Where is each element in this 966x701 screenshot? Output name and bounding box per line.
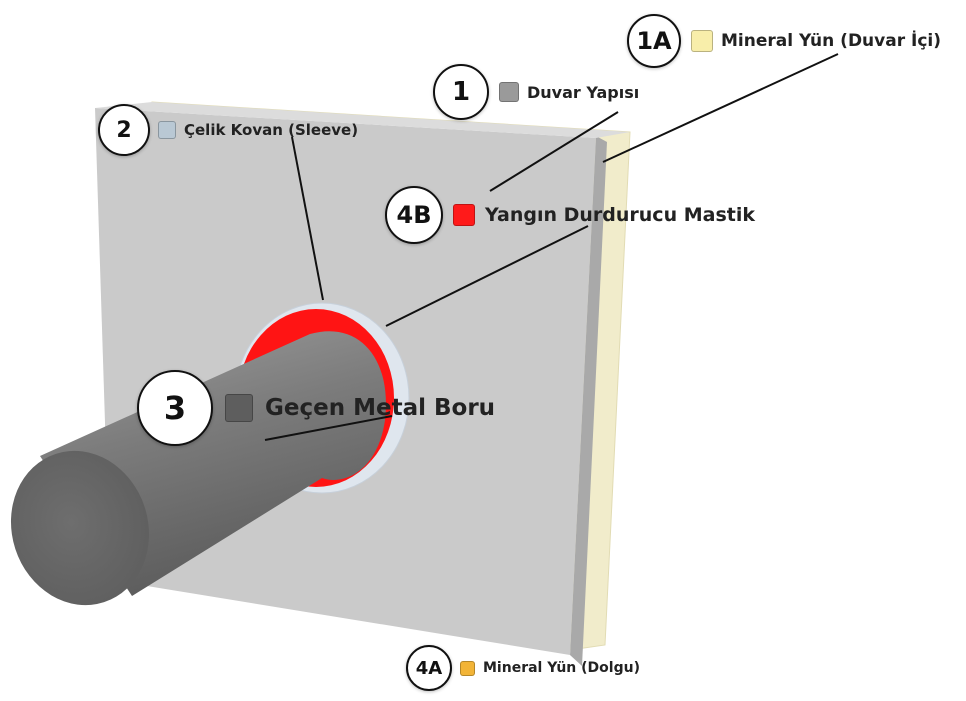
leader-line-1A xyxy=(602,53,839,163)
number-badge: 4A xyxy=(406,645,452,691)
label-text: Mineral Yün (Duvar İçi) xyxy=(721,31,942,51)
wall-side-edge xyxy=(570,136,607,666)
label-mineral-wool-wall: 1A Mineral Yün (Duvar İçi) xyxy=(627,14,941,68)
color-swatch xyxy=(691,30,713,52)
label-metal-pipe: 3 Geçen Metal Boru xyxy=(137,370,495,446)
label-wall-structure: 1 Duvar Yapısı xyxy=(433,64,639,120)
metal-pipe-end xyxy=(10,450,150,606)
leader-line-1 xyxy=(489,111,619,192)
label-fire-stop-mastic: 4B Yangın Durdurucu Mastik xyxy=(385,186,755,244)
label-text: Duvar Yapısı xyxy=(527,82,640,102)
wall-top-edge xyxy=(95,102,630,138)
number-badge: 3 xyxy=(137,370,213,446)
label-text: Mineral Yün (Dolgu) xyxy=(483,660,640,676)
color-swatch xyxy=(460,660,475,676)
leader-lines xyxy=(264,53,839,441)
leader-line-3 xyxy=(264,415,393,441)
color-swatch xyxy=(499,82,519,102)
leader-line-2 xyxy=(291,136,324,301)
number-badge: 1A xyxy=(627,14,681,68)
color-swatch xyxy=(158,121,176,139)
label-text: Çelik Kovan (Sleeve) xyxy=(184,121,359,139)
label-steel-sleeve: 2 Çelik Kovan (Sleeve) xyxy=(98,104,358,156)
label-text: Yangın Durdurucu Mastik xyxy=(485,204,755,226)
color-swatch xyxy=(453,204,475,226)
leader-line-4B xyxy=(385,225,589,327)
number-badge: 1 xyxy=(433,64,489,120)
label-mineral-wool-fill: 4A Mineral Yün (Dolgu) xyxy=(406,645,640,691)
number-badge: 2 xyxy=(98,104,150,156)
color-swatch xyxy=(225,394,253,422)
number-badge: 4B xyxy=(385,186,443,244)
label-text: Geçen Metal Boru xyxy=(265,395,496,421)
